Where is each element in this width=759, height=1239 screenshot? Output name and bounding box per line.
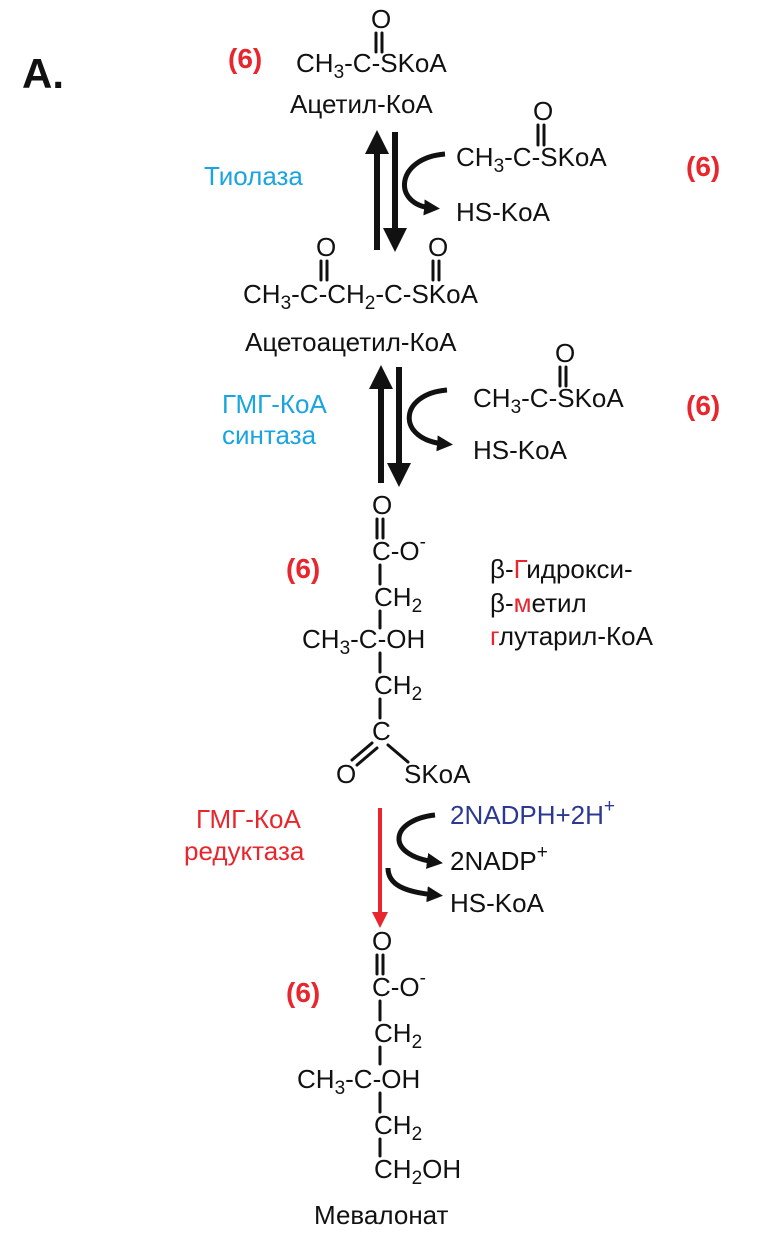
- enzyme-hmg-reductase-line2: редуктаза: [184, 836, 305, 866]
- acetoacetyl-formula: CH3-C-CH2-C-SKoA: [243, 279, 479, 314]
- hmg-bond-s: [386, 743, 410, 764]
- step1-reagent-formula: CH3-C-SKoA: [456, 142, 607, 177]
- mev-oxygen-top: O: [372, 926, 392, 956]
- stoich-hmg: (6): [286, 553, 320, 584]
- hmg-ch2-lower: CH2: [374, 670, 422, 705]
- step3-product1: 2NADP+: [450, 842, 548, 876]
- acetoacetyl-coa-structure: O O CH3-C-CH2-C-SKoA: [243, 232, 479, 314]
- hmg-name-line2: β-метил: [490, 588, 587, 618]
- mev-ch2-upper: CH2: [374, 1018, 422, 1053]
- panel-label: A.: [22, 50, 64, 97]
- acetoacetyl-coa-name: Ацетоацетил-КоА: [245, 327, 457, 357]
- side-arrow-2: [406, 387, 453, 452]
- mevalonate-name: Мевалонат: [314, 1200, 449, 1230]
- enzyme-hmg-synthase-line1: ГМГ-КоА: [222, 389, 327, 419]
- mevalonate-structure: O C-O- CH2 CH3-C-OH CH2 CH2OH: [297, 926, 461, 1189]
- hmg-name-line3: глутарил-КоА: [490, 621, 654, 651]
- step2-reagent: O CH3-C-SKoA: [473, 338, 624, 418]
- acetyl-coa-structure: O CH3-C-SKoA: [296, 4, 447, 83]
- enzyme-hmg-synthase-line2: синтаза: [222, 420, 317, 450]
- hmg-thioester-carbon: C: [372, 716, 391, 746]
- acetoacetyl-oxygen-2: O: [428, 232, 448, 262]
- step2-product: HS-KoA: [473, 435, 568, 465]
- hmg-oxygen-bottom: O: [336, 759, 356, 789]
- hmg-oxygen-top: O: [372, 490, 392, 520]
- step3-product2: HS-KoA: [450, 888, 545, 918]
- step1-product: HS-KoA: [456, 197, 551, 227]
- mev-ch2-lower: CH2: [374, 1110, 422, 1145]
- step2-reagent-formula: CH3-C-SKoA: [473, 383, 624, 418]
- hmg-db-bottom-a: [350, 741, 374, 762]
- step1-reagent-oxygen: O: [533, 96, 553, 126]
- acetyl-oxygen: O: [371, 4, 391, 34]
- side-arrow-3a: [396, 812, 443, 869]
- step3-reagent: 2NADPH+2H+: [450, 796, 615, 830]
- mev-ch2oh: CH2OH: [374, 1154, 461, 1189]
- acetyl-coa-name: Ацетил-КоА: [290, 89, 433, 119]
- step2-reagent-oxygen: O: [555, 338, 575, 368]
- stoich-mevalonate: (6): [286, 977, 320, 1008]
- hmg-ch2-upper: CH2: [374, 582, 422, 617]
- side-arrow-3b: [385, 867, 443, 903]
- enzyme-thiolase: Тиолаза: [204, 161, 303, 191]
- acetyl-formula: CH3-C-SKoA: [296, 48, 447, 83]
- mev-carboxyl: C-O-: [372, 968, 426, 1002]
- hmg-central: CH3-C-OH: [302, 624, 425, 659]
- stoich-acetyl: (6): [228, 43, 262, 74]
- hmg-db-bottom-b: [355, 746, 379, 767]
- hmg-name-line1: β-Гидрокси-: [490, 554, 633, 584]
- stoich-step1: (6): [686, 151, 720, 182]
- enzyme-hmg-reductase-line1: ГМГ-КоА: [196, 804, 301, 834]
- mev-central: CH3-C-OH: [297, 1064, 420, 1099]
- stoich-step2: (6): [686, 390, 720, 421]
- hmg-carboxyl: C-O-: [372, 532, 426, 566]
- side-arrow-1: [402, 151, 446, 216]
- hmg-coa-structure: O C-O- CH2 CH3-C-OH CH2 C O SKoA: [302, 490, 471, 789]
- step1-reagent: O CH3-C-SKoA: [456, 96, 607, 177]
- acetoacetyl-oxygen-1: O: [316, 232, 336, 262]
- hmg-skoa: SKoA: [404, 759, 471, 789]
